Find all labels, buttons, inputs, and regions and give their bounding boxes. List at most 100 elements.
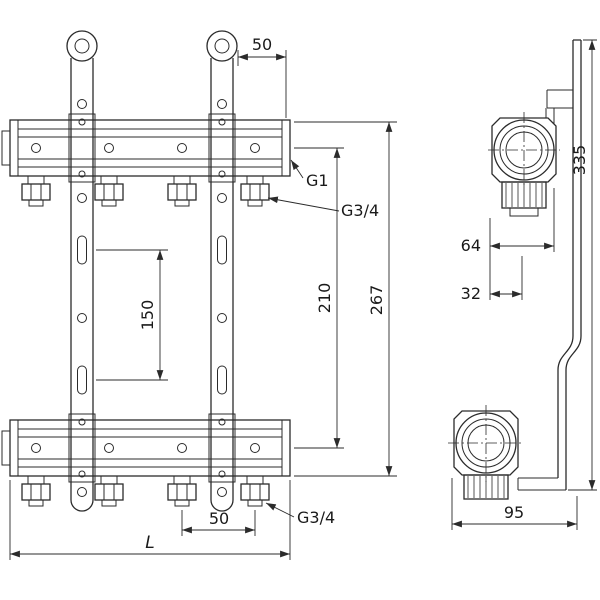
top-manifold-bar xyxy=(1,119,291,177)
dim-wall-to-axis-label: 64 xyxy=(461,236,481,255)
dim-axis-offset-label: 32 xyxy=(461,284,481,303)
outlet-tail xyxy=(247,199,263,207)
outlet-neck xyxy=(173,475,191,485)
nut-tail xyxy=(509,207,539,217)
valve-spindle xyxy=(104,143,114,153)
outlet-nut xyxy=(94,483,124,501)
outlet-neck xyxy=(246,475,264,485)
bottom-bar-outlets xyxy=(21,475,270,507)
dim-overall-length-label: L xyxy=(145,533,154,553)
centerlines xyxy=(488,112,560,188)
dimension-overall-height-267: 267 xyxy=(294,121,397,477)
dim-slot-spacing-label: 150 xyxy=(138,300,157,331)
clamp-plate xyxy=(208,413,236,483)
nut-facets xyxy=(249,184,261,200)
outlet-tail xyxy=(247,499,263,507)
clamp-plate xyxy=(68,413,96,483)
nut-facets xyxy=(176,484,188,500)
outlet-nut xyxy=(21,183,51,201)
dimension-center-distance-210: 210 xyxy=(294,147,344,449)
clamp-screw xyxy=(218,118,226,126)
valve-spindle xyxy=(177,143,187,153)
bracket-hole xyxy=(77,487,87,497)
side-bottom-section xyxy=(448,405,524,500)
valve-spindle xyxy=(104,443,114,453)
mounting-bracket-right xyxy=(206,30,238,512)
bracket-rail xyxy=(70,58,94,512)
dim-overall-height-label: 267 xyxy=(367,285,386,316)
dim-center-distance-label: 210 xyxy=(315,283,334,314)
outlet xyxy=(21,175,51,207)
outlet-neck xyxy=(100,475,118,485)
top-bar-left-stub xyxy=(1,130,11,166)
clamp-screw xyxy=(78,170,86,178)
side-view xyxy=(448,39,582,500)
nut-facets xyxy=(176,184,188,200)
outlet-neck xyxy=(27,175,45,185)
dim-outlet-spacing-label: 50 xyxy=(209,509,229,528)
clamp-screw xyxy=(218,170,226,178)
dimension-axis-offset-32: 32 xyxy=(461,256,523,303)
pipe-bore xyxy=(467,424,505,462)
dimension-slot-spacing-150: 150 xyxy=(96,249,168,381)
outlet-neck xyxy=(173,175,191,185)
bracket-hole xyxy=(217,193,227,203)
dim-overall-depth-label: 95 xyxy=(504,503,524,522)
clamp-screw xyxy=(78,418,86,426)
bracket-hole xyxy=(77,99,87,109)
top-bar-outlets xyxy=(21,175,270,207)
bottom-bar-left-stub xyxy=(1,430,11,466)
hanger-ring-hole xyxy=(214,38,230,54)
hanger-ring xyxy=(66,30,98,62)
dimensions: 50 G1 G3/4 210 150 267 50 xyxy=(9,35,597,560)
outlet-nut xyxy=(240,183,270,201)
outlet-nut xyxy=(167,183,197,201)
rail-outline xyxy=(557,39,582,490)
leader-line xyxy=(265,502,295,518)
outlet-neck xyxy=(27,475,45,485)
outlet-nut xyxy=(94,183,124,201)
pipe-outer xyxy=(493,119,555,181)
dim-rail-height-label: 335 xyxy=(570,145,589,176)
outlet-tail xyxy=(174,199,190,207)
bracket-rail xyxy=(210,58,234,512)
valve-spindle xyxy=(31,143,41,153)
outlet-nut xyxy=(167,483,197,501)
clamp-plate xyxy=(208,113,236,183)
clamp-screw xyxy=(78,470,86,478)
outlet xyxy=(94,475,124,507)
hanger-ring-hole xyxy=(74,38,90,54)
dimension-rail-height-335: 335 xyxy=(568,39,597,491)
dimension-outlet-spacing-50: 50 xyxy=(181,509,256,536)
label-outlet-thread-bottom: G3/4 xyxy=(265,502,335,527)
outlet xyxy=(240,475,270,507)
outlet-tail xyxy=(101,499,117,507)
outlet-tail xyxy=(101,199,117,207)
extension-lines xyxy=(237,50,287,118)
bottom-bar-body xyxy=(9,419,291,477)
outlet xyxy=(167,475,197,507)
leader-line xyxy=(267,196,340,212)
top-bar-body xyxy=(9,119,291,177)
valve-spindle xyxy=(177,443,187,453)
outlet-neck xyxy=(100,175,118,185)
nut-facets xyxy=(249,484,261,500)
bracket-slot xyxy=(77,235,87,265)
clamp-screw xyxy=(218,418,226,426)
nut-facets xyxy=(103,484,115,500)
outlet-thread-bottom-label: G3/4 xyxy=(297,508,335,527)
centerlines xyxy=(448,405,524,482)
valve-spindle xyxy=(250,143,260,153)
outlet-tail xyxy=(28,199,44,207)
dim-top-offset-label: 50 xyxy=(252,35,272,54)
top-bar-detail-lines xyxy=(17,120,283,176)
bracket-hole xyxy=(217,313,227,323)
extension-lines xyxy=(294,121,397,477)
pipe-middle xyxy=(499,125,549,175)
rail-top-flange xyxy=(545,89,573,124)
main-thread-label: G1 xyxy=(306,171,329,190)
outlet-thread-top-label: G3/4 xyxy=(341,201,379,220)
extension-lines xyxy=(9,480,291,560)
clamp-screw xyxy=(218,470,226,478)
bottom-manifold-bar xyxy=(1,419,291,477)
